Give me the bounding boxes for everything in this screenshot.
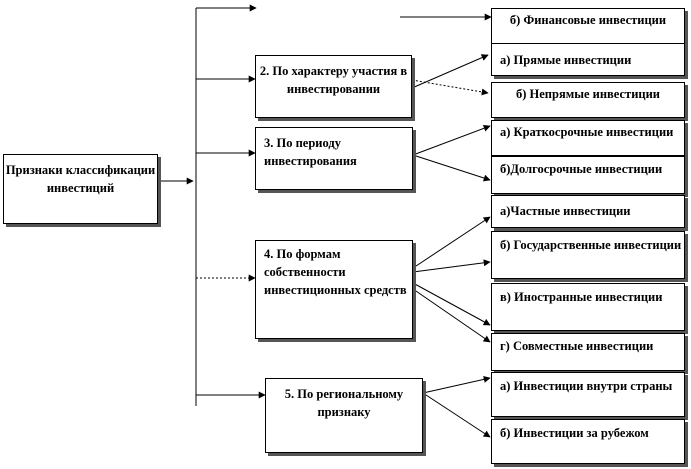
type-abroad-label: б) Инвестиции за рубежом [500, 426, 649, 440]
c2-to-direct-arrow [411, 54, 489, 89]
type-financial-box: б) Финансовые инвестиции [491, 8, 685, 45]
type-indirect-label: б) Непрямые инвестиции [515, 87, 661, 101]
c3-to-short-arrow [412, 124, 491, 156]
c4-to-private-arrow [412, 216, 491, 269]
criterion-period-box: 3. По периоду инвестирования [255, 127, 413, 190]
c4-to-foreign-arrow [412, 282, 491, 326]
type-foreign-box: в) Иностранные инвестиции [491, 283, 685, 331]
type-financial-label: б) Финансовые инвестиции [509, 13, 667, 27]
type-abroad-box: б) Инвестиции за рубежом [491, 419, 685, 464]
c4-to-joint-arrow [412, 288, 491, 343]
type-longterm-label: б)Долгосрочные инвестиции [500, 162, 663, 176]
type-state-label: б) Государственные инвестиции [500, 238, 682, 252]
type-longterm-box: б)Долгосрочные инвестиции [491, 156, 685, 194]
c4-to-state-arrow [412, 259, 491, 273]
criterion-region-label: 5. По региональному признаку [284, 387, 404, 419]
type-private-box: а)Частные инвестиции [491, 195, 685, 228]
root-label: Признаки классификации инвестиций [5, 163, 156, 195]
type-direct-box: а) Прямые инвестиции [491, 43, 685, 76]
type-shortterm-label: а) Краткосрочные инвестиции [500, 125, 674, 139]
criterion-participation-box: 2. По характеру участия в инвестировании [255, 55, 412, 118]
root-box: Признаки классификации инвестиций [3, 154, 158, 224]
criterion-period-label: 3. По периоду инвестирования [264, 136, 357, 168]
criterion-region-box: 5. По региональному признаку [265, 378, 423, 453]
type-direct-label: а) Прямые инвестиции [500, 53, 632, 67]
type-foreign-label: в) Иностранные инвестиции [500, 290, 663, 304]
type-joint-box: г) Совместные инвестиции [491, 333, 685, 371]
c5-to-abroad-arrow [422, 392, 491, 438]
c5-to-domestic-arrow [422, 375, 491, 394]
type-domestic-box: а) Инвестиции внутри страны [491, 372, 685, 417]
criterion-ownership-box: 4. По формам собственности инвестиционны… [255, 240, 413, 339]
type-shortterm-box: а) Краткосрочные инвестиции [491, 120, 685, 156]
criterion-participation-label: 2. По характеру участия в инвестировании [259, 64, 408, 96]
type-state-box: б) Государственные инвестиции [491, 231, 685, 279]
criterion-ownership-label: 4. По формам собственности инвестиционны… [264, 247, 407, 297]
type-indirect-box: б) Непрямые инвестиции [491, 82, 685, 118]
c3-to-long-arrow [412, 154, 491, 182]
c2-to-indirect-arrow [411, 79, 489, 96]
type-private-label: а)Частные инвестиции [500, 204, 631, 218]
type-joint-label: г) Совместные инвестиции [500, 339, 654, 353]
type-domestic-label: а) Инвестиции внутри страны [500, 379, 673, 393]
